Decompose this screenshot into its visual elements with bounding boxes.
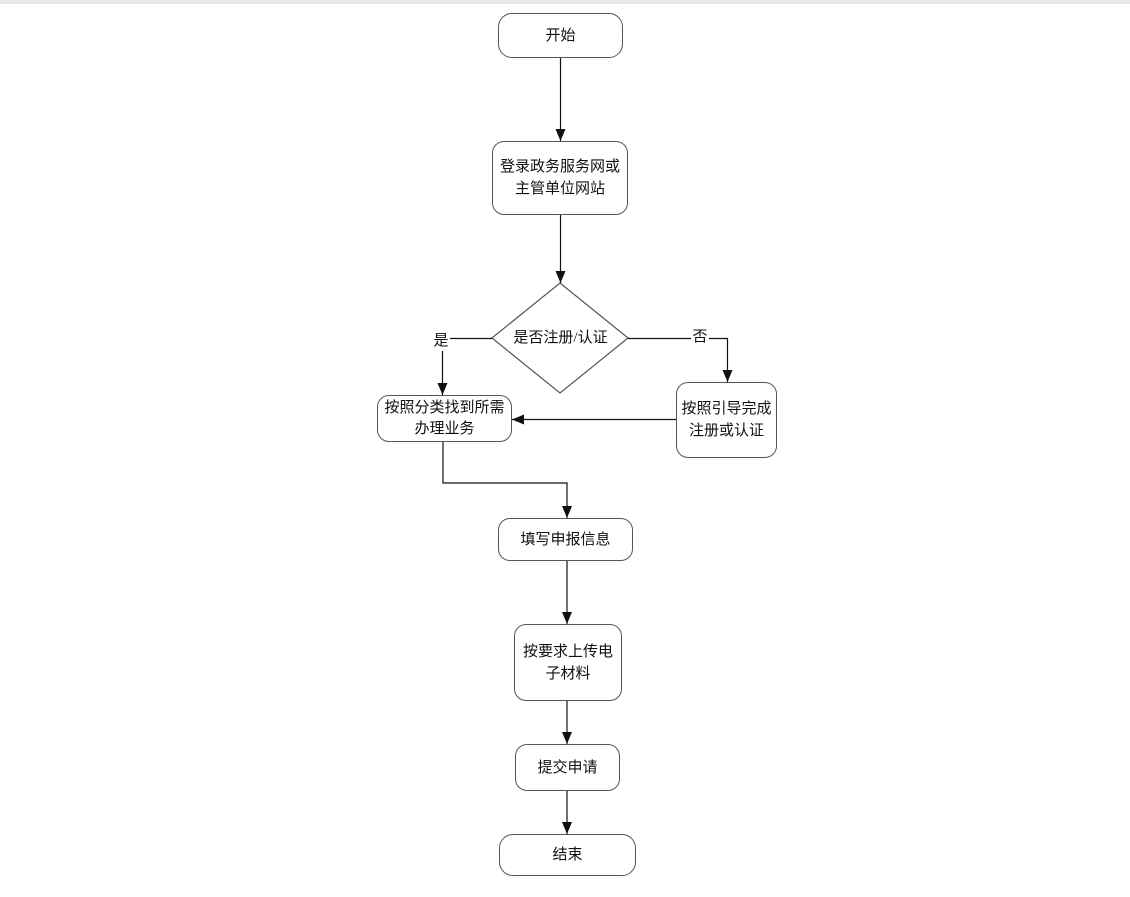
edge-decision-no	[628, 337, 733, 382]
top-border-strip	[0, 0, 1130, 4]
node-fill-declaration-info: 填写申报信息	[498, 518, 633, 561]
decision-diamond-shape	[491, 282, 629, 394]
node-register-authenticate: 按照引导完成注册或认证	[676, 382, 777, 458]
edge-find-fill	[442, 442, 572, 518]
node-find-business: 按照分类找到所需办理业务	[377, 395, 512, 442]
node-login-portal: 登录政务服务网或主管单位网站	[492, 141, 628, 215]
edge-label-no: 否	[691, 327, 709, 346]
node-submit-application: 提交申请	[515, 744, 620, 791]
node-start: 开始	[498, 13, 623, 58]
node-decision-label: 是否注册/认证	[513, 330, 608, 346]
node-upload-materials: 按要求上传电子材料	[514, 624, 622, 701]
edge-label-yes: 是	[432, 331, 450, 351]
node-end: 结束	[499, 834, 636, 876]
